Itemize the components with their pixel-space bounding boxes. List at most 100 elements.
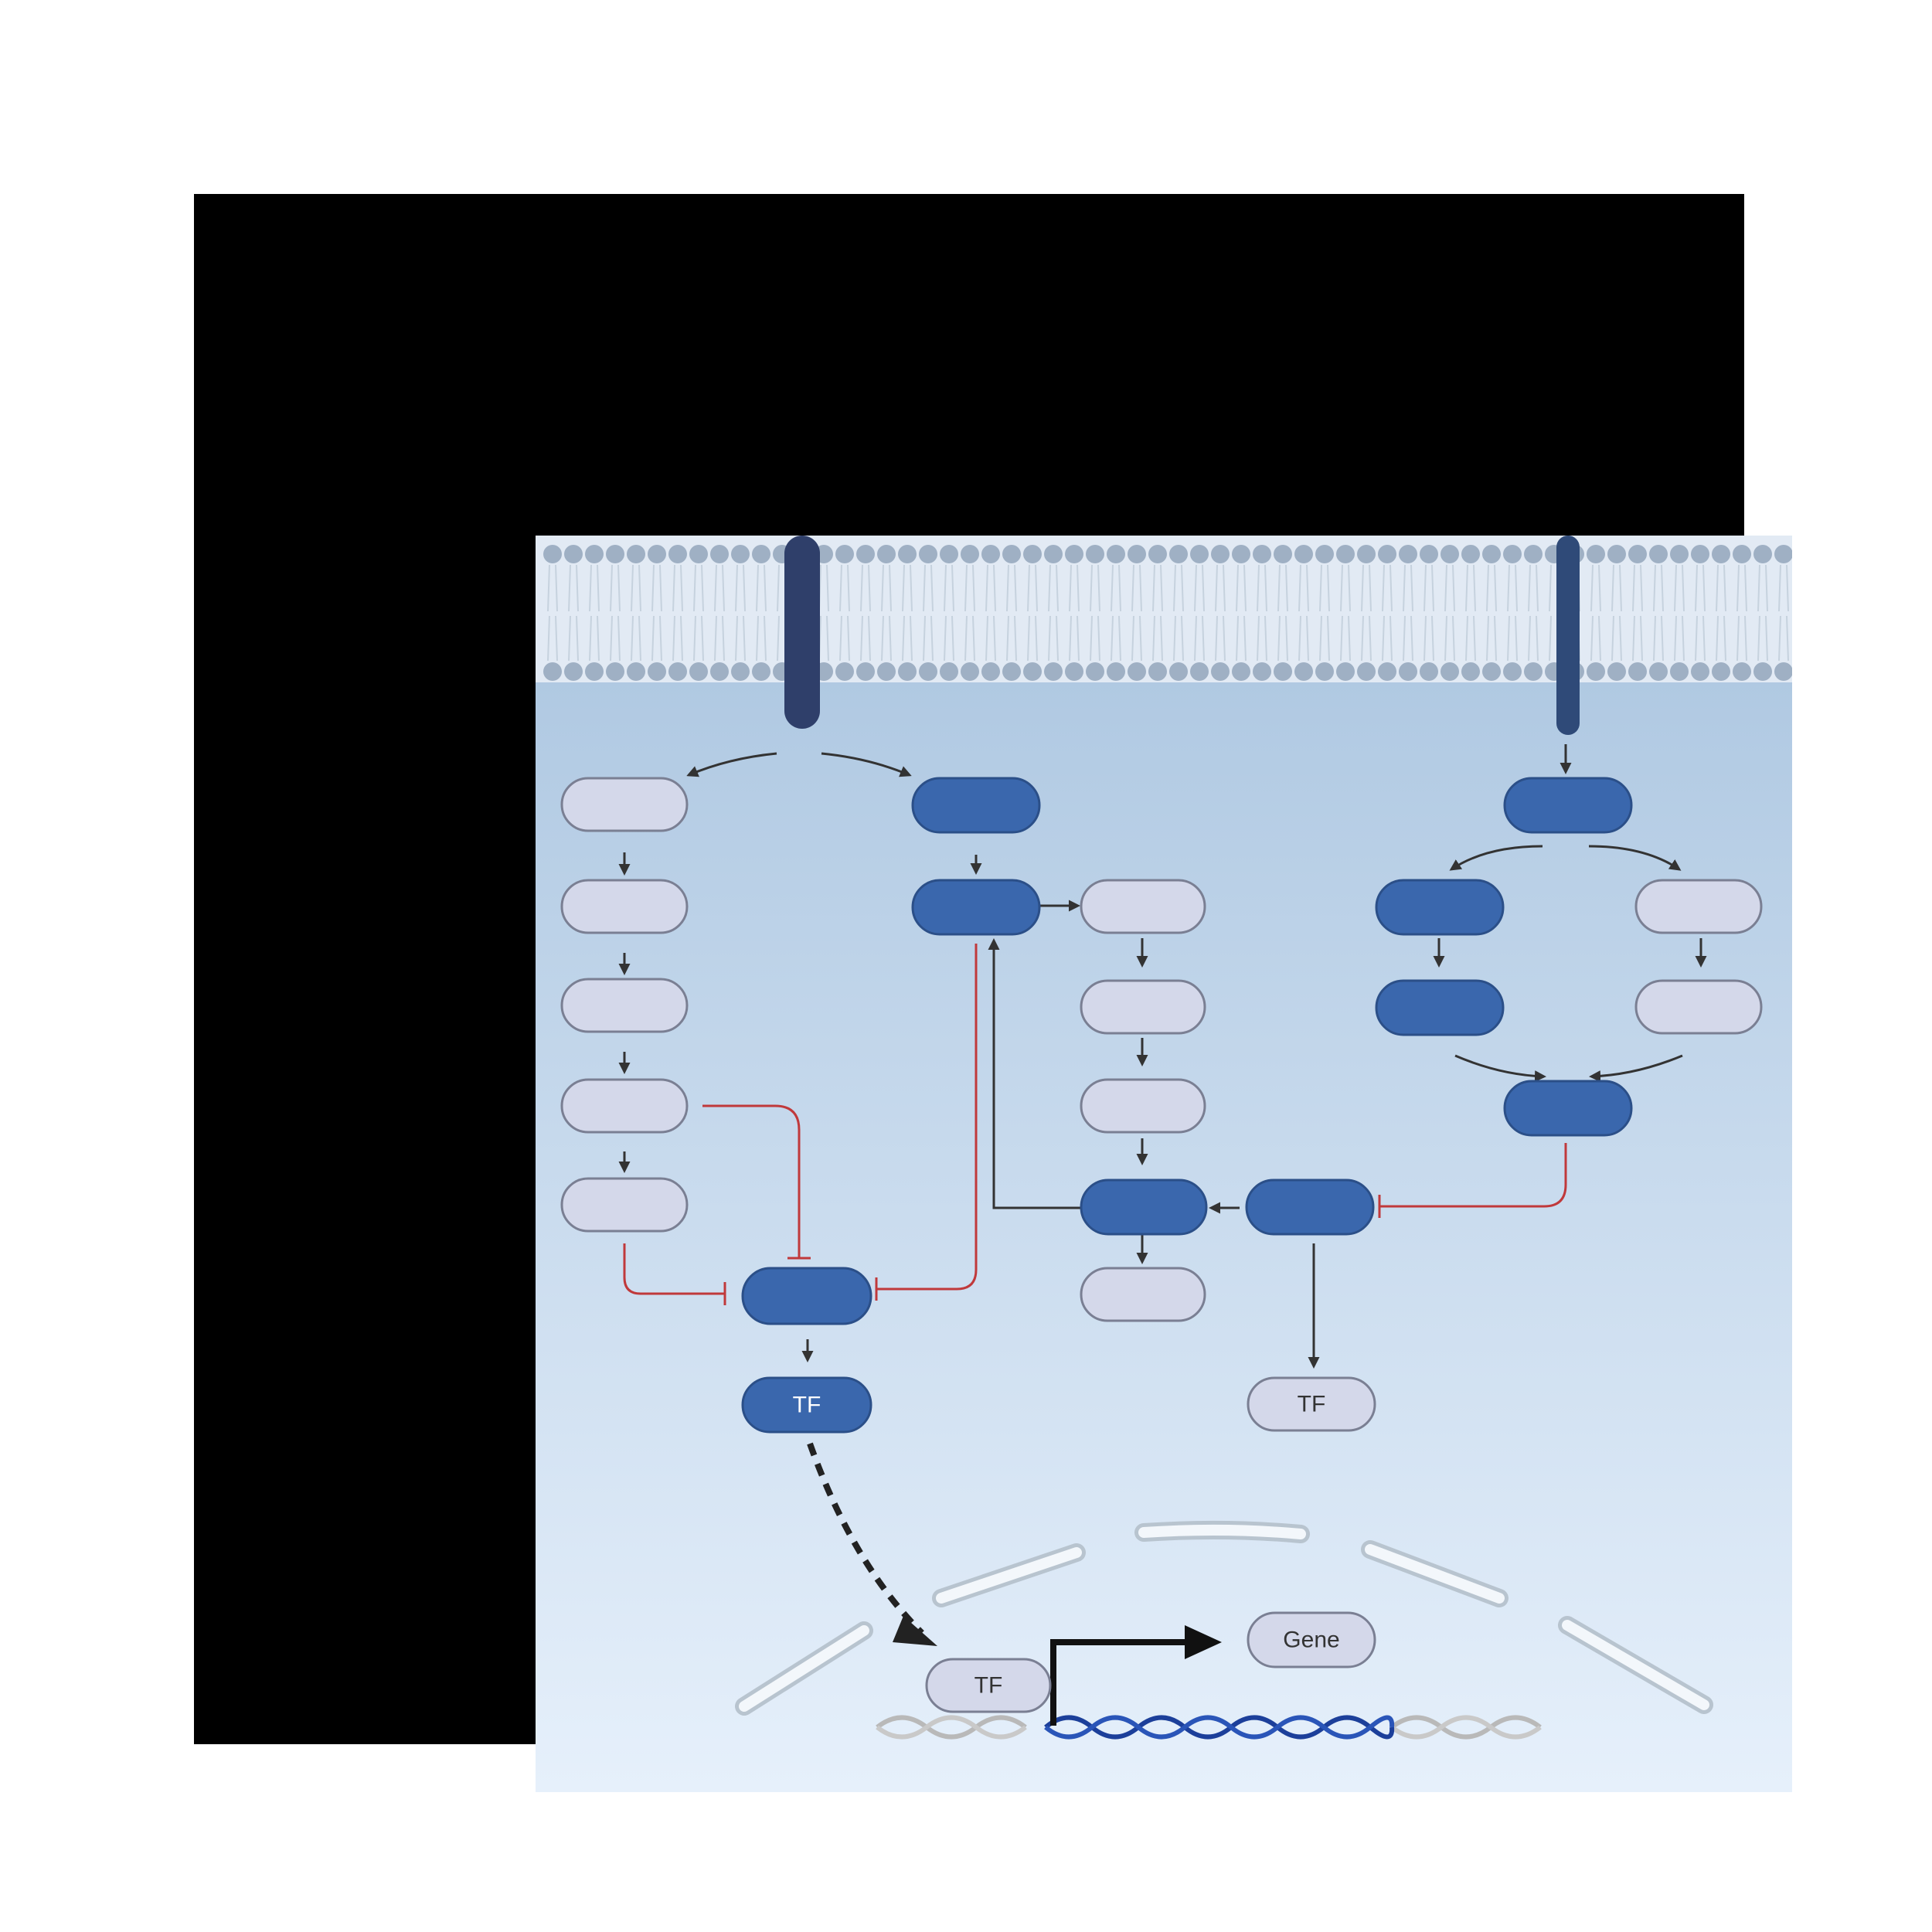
lipid-tail: [944, 615, 954, 662]
lipid-head: [1774, 545, 1792, 563]
lipid-head: [1378, 662, 1396, 681]
lipid-tail: [1465, 615, 1476, 662]
lipid-head: [1253, 662, 1271, 681]
lipid-head: [835, 545, 854, 563]
gene-label: Gene: [1283, 1628, 1339, 1653]
lipid-tail: [839, 564, 850, 612]
lipid-tail: [1444, 615, 1455, 662]
lipid-tail: [1695, 615, 1706, 662]
lipid-head: [1378, 545, 1396, 563]
lipid-tail: [1444, 564, 1455, 612]
lipid-tail: [964, 615, 975, 662]
lipid-head: [1712, 662, 1730, 681]
lipid-tail: [923, 564, 934, 612]
right-inactive-node-2: [1634, 979, 1763, 1035]
lipid-head: [606, 662, 624, 681]
lipid-tail: [1152, 564, 1163, 612]
lipid-head: [1587, 545, 1605, 563]
lipid-tail: [568, 564, 579, 612]
tf-active-label: TF: [793, 1393, 821, 1418]
lipid-tail: [714, 615, 725, 662]
lipid-tail: [1152, 615, 1163, 662]
lipid-tail: [1257, 564, 1267, 612]
lipid-head: [1190, 662, 1209, 681]
lipid-head: [1044, 545, 1063, 563]
lipid-tail: [693, 615, 704, 662]
lipid-tail: [1674, 615, 1685, 662]
lipid-tail: [756, 615, 767, 662]
lipid-tail: [672, 564, 683, 612]
lipid-head: [1691, 662, 1709, 681]
lipid-head: [898, 662, 917, 681]
lipid-tail: [1507, 615, 1518, 662]
lipid-head: [1649, 662, 1668, 681]
lipid-tail: [1194, 615, 1205, 662]
lipid-tail: [881, 615, 892, 662]
lipid-head: [961, 545, 979, 563]
lipid-head: [1607, 545, 1626, 563]
nuclear-envelope-icon: [735, 1520, 1713, 1716]
lipid-tail: [1006, 615, 1017, 662]
lipid-tail: [1319, 615, 1330, 662]
converging-active-node: [741, 1267, 872, 1325]
lipid-head: [668, 545, 687, 563]
lipid-head: [1607, 662, 1626, 681]
right-inactive-node-1: [1634, 879, 1763, 934]
lipid-head: [585, 662, 604, 681]
left-pathway-node-4: [560, 1078, 689, 1134]
lipid-tail: [902, 615, 913, 662]
lipid-tail: [1528, 564, 1539, 612]
lipid-head: [1065, 662, 1083, 681]
lipid-head: [1044, 662, 1063, 681]
lipid-tail: [1736, 615, 1747, 662]
lipid-head: [1336, 662, 1355, 681]
lipid-head: [1753, 545, 1772, 563]
lipid-tail: [1298, 564, 1309, 612]
lipid-head: [1128, 545, 1146, 563]
lipid-head: [1023, 545, 1042, 563]
lipid-tail: [1319, 564, 1330, 612]
lipid-head: [1294, 662, 1313, 681]
right-active-node-2: [1375, 879, 1505, 936]
lipid-head: [752, 662, 770, 681]
lipid-head: [564, 545, 583, 563]
lipid-head: [1169, 545, 1188, 563]
lipid-head: [1482, 545, 1501, 563]
lipid-head: [940, 545, 958, 563]
lipid-tail: [735, 564, 746, 612]
lipid-head: [1232, 545, 1250, 563]
lipid-head: [1002, 662, 1021, 681]
lipid-tail: [1486, 564, 1497, 612]
lipid-tail: [1257, 615, 1267, 662]
lipid-tail: [1215, 615, 1226, 662]
transcription-arrowhead: [1185, 1625, 1222, 1659]
lipid-tail: [1674, 564, 1685, 612]
lipid-tail: [1173, 564, 1184, 612]
lipid-head: [1503, 662, 1522, 681]
tf-translocation-arrow: [807, 1442, 924, 1635]
lipid-tail: [1111, 615, 1121, 662]
lipid-head: [606, 545, 624, 563]
lipid-head: [961, 662, 979, 681]
lipid-head: [689, 545, 708, 563]
lipid-head: [1211, 662, 1230, 681]
receptor-icon: [1556, 536, 1580, 735]
lipid-head: [1357, 545, 1376, 563]
lipid-head: [1169, 662, 1188, 681]
lipid-head: [1002, 545, 1021, 563]
lipid-tail: [1131, 564, 1142, 612]
left-pathway-node-1: [560, 777, 689, 832]
lipid-tail: [1090, 615, 1100, 662]
cytoplasm-background: [536, 536, 1792, 1792]
lipid-head: [1107, 545, 1125, 563]
lipid-tail: [1778, 564, 1789, 612]
lipid-tail: [1403, 615, 1413, 662]
lipid-head: [1128, 662, 1146, 681]
lipid-head: [1670, 545, 1689, 563]
lipid-tail: [1382, 564, 1393, 612]
lipid-head: [585, 545, 604, 563]
lipid-head: [856, 545, 875, 563]
lipid-tail: [1236, 564, 1247, 612]
lipid-head: [1315, 545, 1334, 563]
lipid-tail: [985, 615, 996, 662]
